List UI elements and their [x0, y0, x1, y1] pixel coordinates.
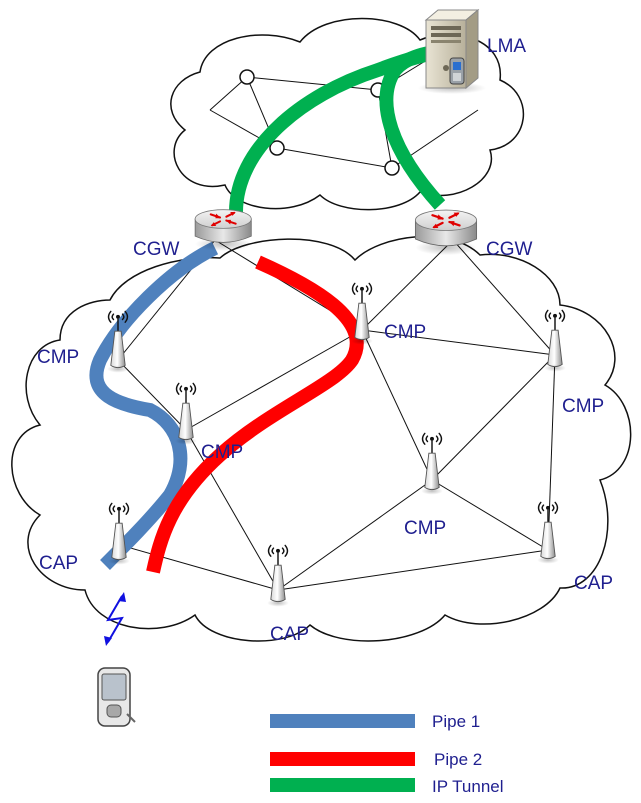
- access-mesh-links: [117, 239, 556, 591]
- legend-swatch-ip-tunnel: [270, 778, 415, 792]
- label-cap-right: CAP: [574, 573, 613, 594]
- lightning-icon: [104, 636, 112, 646]
- legend: Pipe 1 Pipe 2 IP Tunnel: [270, 712, 504, 796]
- legend-label-pipe-1: Pipe 1: [432, 712, 480, 731]
- label-cgw-right: CGW: [486, 239, 533, 260]
- label-cmp-right: CMP: [562, 396, 604, 417]
- pipe-2-path: [146, 255, 364, 574]
- label-cmp-top: CMP: [384, 322, 426, 343]
- label-cap-left: CAP: [39, 553, 78, 574]
- label-cgw-left: CGW: [133, 239, 180, 260]
- label-cmp-left: CMP: [37, 347, 79, 368]
- legend-label-pipe-2: Pipe 2: [434, 750, 482, 769]
- core-node: [384, 160, 400, 176]
- mobile-device-icon: [97, 667, 136, 727]
- label-cmp-center-left: CMP: [201, 442, 243, 463]
- legend-label-ip-tunnel: IP Tunnel: [432, 777, 504, 796]
- router-icon: [194, 208, 253, 252]
- pipe-1-path: [89, 241, 219, 570]
- ip-tunnel-path: [379, 43, 451, 210]
- router-icon: [414, 208, 478, 257]
- core-node: [269, 140, 285, 156]
- server-icon: [418, 8, 486, 94]
- core-node: [239, 69, 255, 85]
- legend-swatch-pipe-1: [270, 714, 415, 728]
- lightning-icon: [106, 595, 124, 643]
- label-lma: LMA: [487, 36, 526, 57]
- label-cap-bottom: CAP: [270, 624, 309, 645]
- legend-swatch-pipe-2: [270, 752, 415, 766]
- label-cmp-bottom: CMP: [404, 518, 446, 539]
- lightning-icon: [118, 592, 126, 602]
- core-nodes: [239, 69, 400, 176]
